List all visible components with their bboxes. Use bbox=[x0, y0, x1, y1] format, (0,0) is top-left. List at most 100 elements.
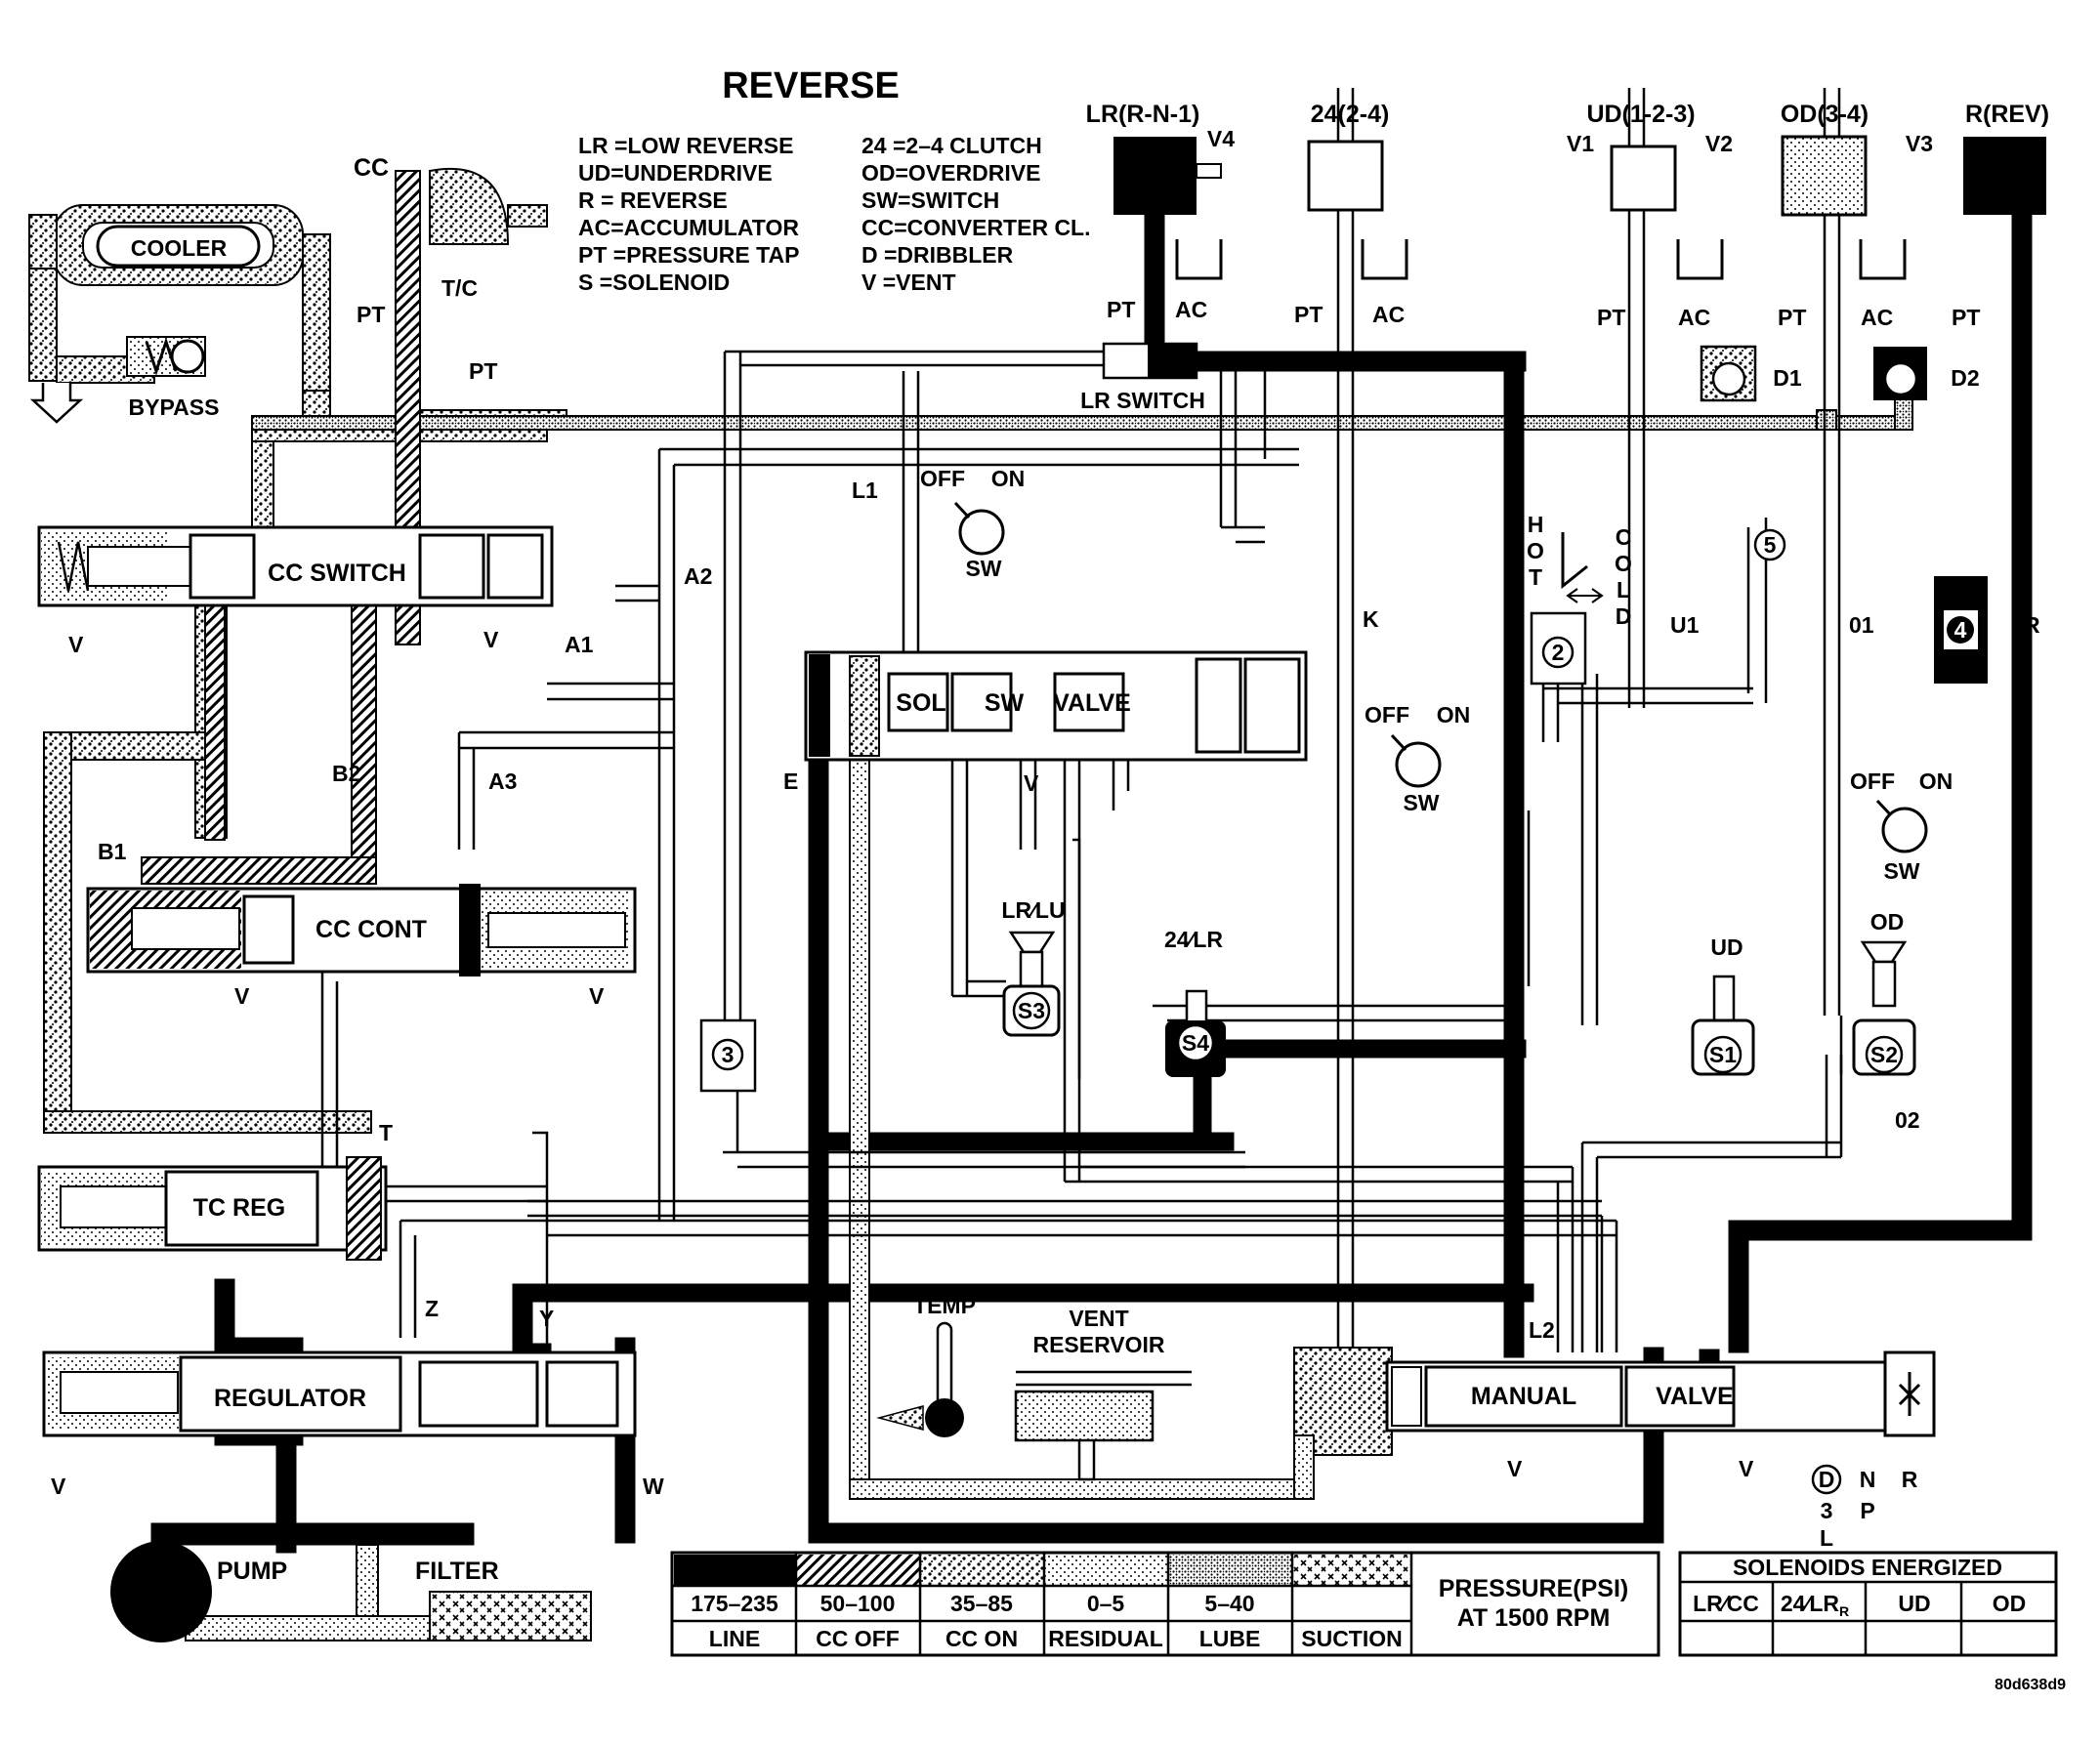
switch-l1-off: OFF bbox=[920, 466, 965, 491]
solenoid-s3: S3 LR⁄LU bbox=[1001, 897, 1066, 1037]
temp-label: TEMP bbox=[913, 1293, 976, 1318]
solenoid-col: OD bbox=[1993, 1591, 2027, 1616]
legend-name: LINE bbox=[709, 1626, 760, 1651]
lr-lu-label: LR⁄LU bbox=[1001, 897, 1065, 923]
d1-label: D1 bbox=[1773, 365, 1802, 391]
s3-label: S3 bbox=[1018, 998, 1045, 1023]
switch-k-on: ON bbox=[1437, 702, 1471, 727]
gear-r: R bbox=[1902, 1467, 1918, 1492]
legend-name: RESIDUAL bbox=[1048, 1626, 1163, 1651]
switch-k-off: OFF bbox=[1365, 702, 1409, 727]
figure-code: 80d638d9 bbox=[1995, 1677, 2066, 1693]
legend-range: 5–40 bbox=[1204, 1591, 1254, 1616]
v2-label: V2 bbox=[1705, 131, 1733, 156]
ac-lr: AC bbox=[1175, 297, 1207, 322]
page-title: REVERSE bbox=[722, 65, 900, 106]
od-solenoid-label: OD bbox=[1870, 909, 1905, 935]
ud-clutch-label: UD(1-2-3) bbox=[1586, 101, 1695, 128]
pressure-title-2: AT 1500 RPM bbox=[1457, 1604, 1611, 1632]
manual-label: MANUAL bbox=[1471, 1383, 1576, 1410]
hot-h: H bbox=[1528, 512, 1544, 537]
regulator-valve: REGULATOR bbox=[42, 1350, 637, 1437]
port-u1: U1 bbox=[1670, 612, 1700, 638]
check-ball-2: 2 bbox=[1530, 611, 1587, 686]
port-t: T bbox=[379, 1120, 393, 1145]
switch-o1-sw: SW bbox=[1883, 858, 1919, 884]
vent-6: V bbox=[1024, 770, 1039, 796]
valve-label: VALVE bbox=[1053, 689, 1131, 717]
switch-o1: OFF ON SW bbox=[1850, 769, 1953, 884]
switch-l1: OFF ON SW bbox=[920, 466, 1025, 581]
v3-label: V3 bbox=[1906, 131, 1933, 156]
port-l2: L2 bbox=[1529, 1317, 1555, 1343]
clutch-lr: LR(R-N-1) V4 bbox=[1086, 101, 1235, 215]
check-ball-4-label: 4 bbox=[1954, 617, 1967, 643]
tc-reg-label: TC REG bbox=[193, 1194, 285, 1222]
abbr-item: SW=SWITCH bbox=[861, 187, 999, 213]
legend-name: CC ON bbox=[945, 1626, 1018, 1651]
pump-label: PUMP bbox=[217, 1558, 287, 1585]
check-ball-3: 3 bbox=[699, 1018, 757, 1093]
solenoid-col: LR⁄CC bbox=[1693, 1591, 1759, 1616]
check-ball-5-label: 5 bbox=[1764, 532, 1777, 558]
legend-name: LUBE bbox=[1199, 1626, 1261, 1651]
lr-switch: LR SWITCH bbox=[1080, 342, 1205, 413]
solenoid-col: 24⁄LRR bbox=[1781, 1591, 1849, 1619]
od-clutch-label: OD(3-4) bbox=[1781, 101, 1869, 128]
lr-switch-label: LR SWITCH bbox=[1080, 388, 1205, 413]
port-a2: A2 bbox=[684, 563, 712, 589]
line-pressure-passages bbox=[150, 194, 2033, 1554]
sol-sw-valve: SOL SW VALVE bbox=[804, 650, 1308, 762]
ud-solenoid-label: UD bbox=[1710, 935, 1743, 960]
cc-switch-valve: CC SWITCH bbox=[37, 525, 554, 607]
port-a1: A1 bbox=[565, 632, 594, 657]
check-ball-4: 4 bbox=[1934, 576, 1988, 684]
pt-ud: PT bbox=[1597, 305, 1625, 330]
pressure-legend: 175–235 50–100 35–85 0–5 5–40 LINE CC OF… bbox=[670, 1551, 1660, 1657]
drain-arrow-icon bbox=[29, 383, 84, 424]
cold-d: D bbox=[1616, 603, 1632, 629]
abbr-item: V =VENT bbox=[861, 270, 956, 295]
port-b2: B2 bbox=[332, 761, 360, 786]
pt-rev: PT bbox=[1952, 305, 1980, 330]
abbr-item: CC=CONVERTER CL. bbox=[861, 215, 1091, 240]
temp-sensor: TEMP bbox=[876, 1293, 976, 1437]
abbr-item: UD=UNDERDRIVE bbox=[578, 160, 773, 186]
lr-clutch-label: LR(R-N-1) bbox=[1086, 101, 1200, 128]
abbr-item: AC=ACCUMULATOR bbox=[578, 215, 799, 240]
gear-d: D bbox=[1819, 1467, 1835, 1492]
port-o2: 02 bbox=[1895, 1107, 1920, 1133]
vent-5: V bbox=[51, 1474, 66, 1499]
abbr-item: R = REVERSE bbox=[578, 187, 728, 213]
sw-label: SW bbox=[985, 689, 1025, 717]
solenoid-col: UD bbox=[1898, 1591, 1930, 1616]
port-r: R bbox=[2024, 612, 2040, 638]
port-e: E bbox=[783, 769, 798, 794]
tc-label: T/C bbox=[441, 275, 478, 301]
c24-clutch-label: 24(2-4) bbox=[1311, 101, 1390, 128]
gear-3: 3 bbox=[1821, 1498, 1833, 1523]
vent-4: V bbox=[589, 983, 605, 1009]
solenoid-s1: S1 UD bbox=[1691, 935, 1755, 1076]
clutch-od: OD(3-4) V3 bbox=[1781, 101, 1933, 217]
bypass-label: BYPASS bbox=[129, 395, 220, 420]
regulator-label: REGULATOR bbox=[214, 1385, 366, 1412]
clutch-rev: R(REV) bbox=[1963, 101, 2049, 215]
dribbler-d1: D1 bbox=[1700, 345, 1802, 402]
lube-passages bbox=[251, 390, 1913, 431]
pt-24: PT bbox=[1294, 302, 1323, 327]
switch-o1-on: ON bbox=[1919, 769, 1953, 794]
cold-l: L bbox=[1617, 577, 1630, 602]
gear-p: P bbox=[1860, 1498, 1874, 1523]
s4-label: S4 bbox=[1182, 1030, 1209, 1056]
vent-8: V bbox=[1739, 1456, 1754, 1481]
cc-cont-label: CC CONT bbox=[315, 916, 427, 943]
legend-range: 175–235 bbox=[691, 1591, 778, 1616]
hot-t: T bbox=[1529, 564, 1542, 590]
vent-reservoir-line1: VENT bbox=[1069, 1306, 1128, 1331]
ac-ud: AC bbox=[1678, 305, 1710, 330]
s2-label: S2 bbox=[1870, 1042, 1898, 1067]
rev-clutch-label: R(REV) bbox=[1965, 101, 2049, 128]
clutch-24: 24(2-4) bbox=[1307, 101, 1390, 212]
